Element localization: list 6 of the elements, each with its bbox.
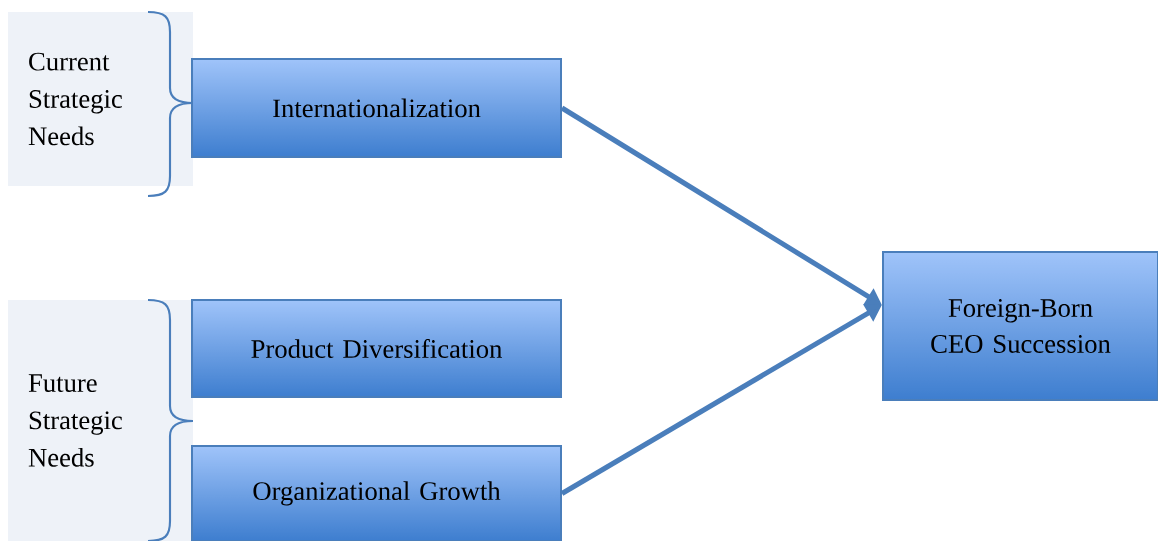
process-box: Internationalization bbox=[191, 58, 562, 158]
process-box: Foreign-Born CEO Succession bbox=[882, 251, 1158, 401]
category-panel: Future Strategic Needs bbox=[8, 300, 193, 541]
process-box: Product Diversification bbox=[191, 299, 562, 398]
process-box: Organizational Growth bbox=[191, 445, 562, 541]
category-panel: Current Strategic Needs bbox=[8, 12, 193, 186]
